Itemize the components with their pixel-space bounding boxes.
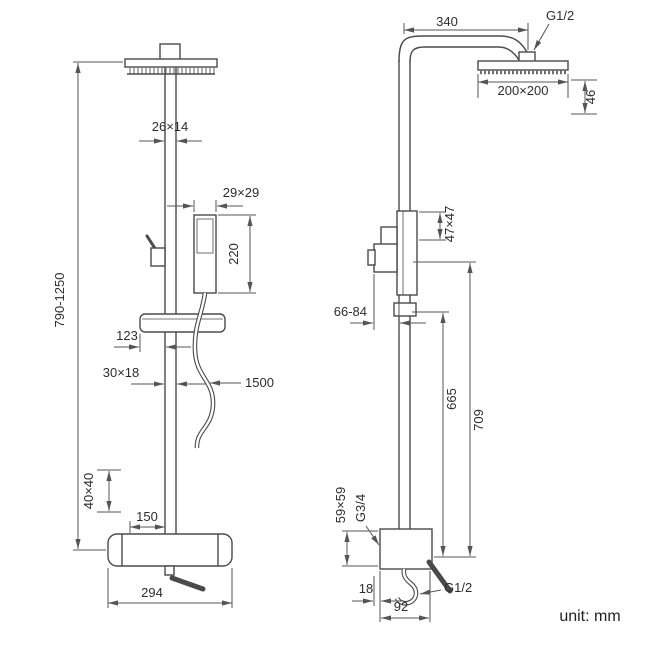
soap-shelf	[139, 313, 226, 333]
dim-shelf-width: 123	[114, 328, 191, 352]
dim-hose-length: 1500	[210, 375, 274, 390]
dim-label-column-height: 665	[444, 388, 459, 410]
handshower-side	[396, 210, 418, 296]
mixer-body-front	[107, 533, 233, 567]
dim-label-mixer-section: 59×59	[333, 487, 348, 524]
dim-label-handshower-length: 220	[226, 243, 241, 265]
dim-head-height: 46	[571, 79, 598, 115]
dim-label-slide-section: 30×18	[103, 365, 140, 380]
front-view-dimensions: 790-1250 26×14 29×29 220 123	[52, 61, 274, 608]
dim-label-wall-distance: 66-84	[334, 304, 367, 319]
rain-head-side	[477, 60, 569, 71]
mixer-side-lever	[426, 559, 453, 594]
rain-head-spray-face	[127, 67, 215, 74]
dim-outlet-spacing: 92	[381, 571, 431, 622]
dim-wall-offset: 18	[352, 571, 404, 622]
dim-holder-section: 47×47	[419, 206, 457, 243]
front-view	[107, 43, 233, 592]
mixer-body-side	[379, 528, 433, 570]
dim-label-body-section: 40×40	[81, 473, 96, 510]
dim-label-height-range: 790-1250	[52, 273, 67, 328]
holder-upper-side	[380, 226, 398, 246]
dim-inlet-spacing: 150	[129, 509, 165, 533]
dim-slide-section: 30×18	[103, 365, 206, 387]
rain-head-front	[124, 58, 218, 68]
dim-label-head-height: 46	[583, 90, 598, 104]
dim-mixer-section: 59×59	[333, 487, 378, 567]
dim-body-section: 40×40	[81, 469, 121, 513]
outlet-hose-tail-highlight	[395, 568, 418, 605]
dim-label-pipe-section: 26×14	[152, 119, 189, 134]
side-view	[367, 35, 569, 606]
dim-label-arm-length: 340	[436, 14, 458, 29]
holder-knob-side	[367, 249, 376, 266]
dim-overall-height: 709	[413, 261, 486, 558]
dim-label-holder-section: 47×47	[442, 206, 457, 243]
dim-label-wall-offset: 18	[359, 581, 373, 596]
shower-arm-inner	[409, 46, 521, 63]
handshower-spray-grid	[196, 218, 214, 254]
dim-handshower-length: 220	[218, 214, 256, 294]
dim-label-outlet-spacing: 92	[394, 599, 408, 614]
shower-hose-highlight	[193, 292, 215, 449]
dim-label-inlet-connection: G3/4	[353, 494, 368, 522]
dim-wall-distance: 66-84	[334, 274, 426, 330]
dim-outlet-connection: G1/2	[419, 580, 472, 595]
dim-inlet-connection: G3/4	[353, 494, 380, 546]
dim-label-head-connection: G1/2	[546, 8, 574, 23]
dim-mixer-width: 294	[107, 568, 233, 608]
handshower-holder	[150, 247, 166, 267]
dim-pipe-section: 26×14	[139, 119, 202, 144]
holder-bracket-side	[373, 243, 398, 273]
dim-handshower-section: 29×29	[167, 185, 259, 212]
dim-head-size: 200×200	[477, 74, 569, 98]
mixer-handle-stem	[164, 565, 175, 576]
dim-label-head-size: 200×200	[498, 83, 549, 98]
dim-label-handshower-section: 29×29	[223, 185, 260, 200]
dim-label-overall-height: 709	[471, 409, 486, 431]
dim-label-mixer-width: 294	[141, 585, 163, 600]
shower-arm-outer	[398, 35, 532, 63]
dim-arm-length: 340	[403, 14, 529, 50]
mixer-handle-lever	[169, 575, 206, 592]
dim-label-shelf-width: 123	[116, 328, 138, 343]
dim-height-range: 790-1250	[52, 61, 123, 551]
pipe-top-cap	[159, 43, 181, 61]
unit-label: unit: mm	[559, 608, 620, 625]
dim-column-height: 665	[412, 311, 459, 556]
dim-label-inlet-spacing: 150	[136, 509, 158, 524]
side-view-dimensions: 340 G1/2 200×200 46 47×47	[333, 8, 598, 622]
dim-label-hose-length: 1500	[245, 375, 274, 390]
slider-ring	[393, 302, 417, 317]
dim-head-connection: G1/2	[533, 8, 574, 51]
dim-label-outlet-connection: G1/2	[444, 580, 472, 595]
